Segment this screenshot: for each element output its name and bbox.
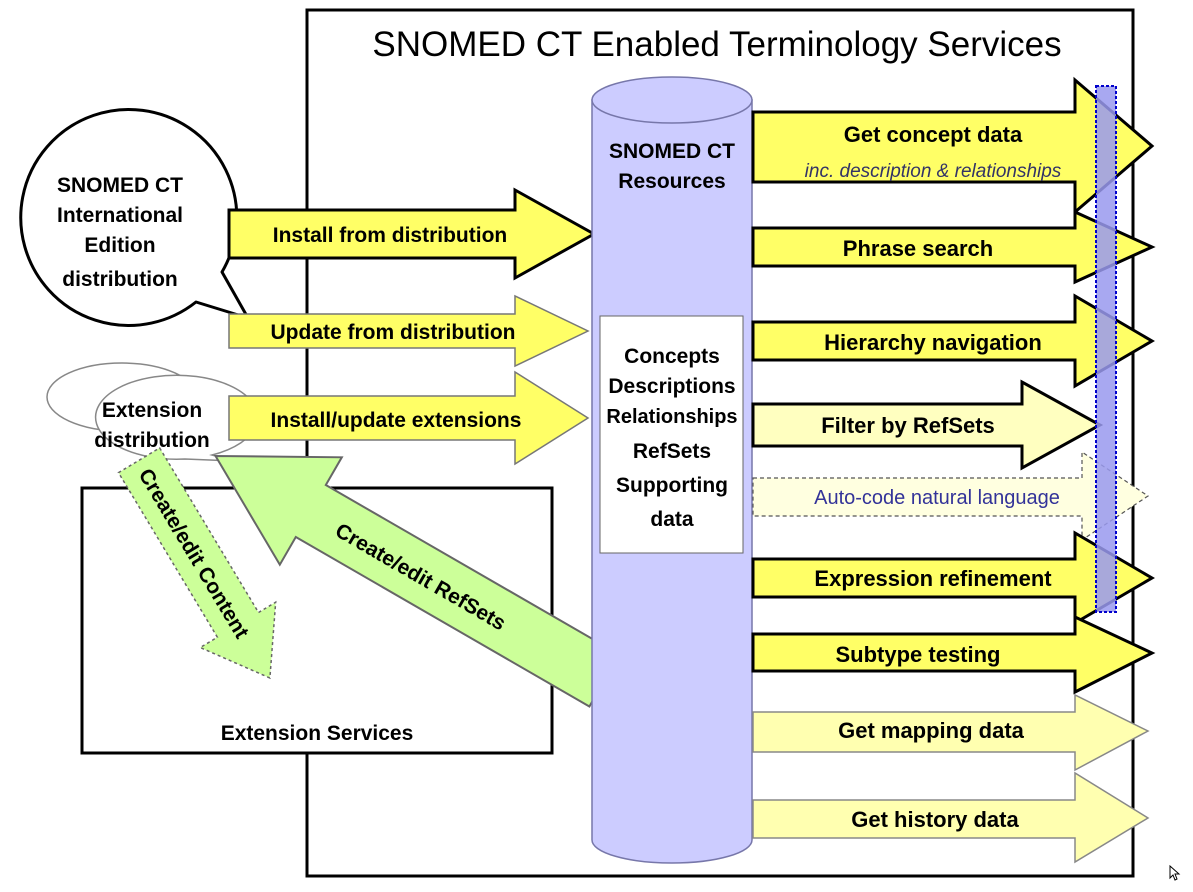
resources-header-line-2: Resources — [618, 170, 725, 193]
resources-header-line-1: SNOMED CT — [609, 140, 735, 163]
arrow-filter-by-refsets — [751, 379, 1104, 471]
resources-content-box — [599, 315, 744, 554]
arrow-subtype-testing — [751, 614, 1156, 695]
distribution-line-4: distribution — [62, 268, 177, 291]
arrow-get-history-data — [752, 771, 1150, 864]
distribution-line-3: Edition — [84, 234, 155, 257]
arrow-install-from-distribution — [227, 187, 598, 281]
arrow-create-edit-refsets — [213, 454, 621, 708]
extension-line-2: distribution — [94, 429, 209, 452]
label-update-from-distribution: Update from distribution — [271, 321, 516, 344]
arrow-update-from-distribution — [228, 294, 590, 368]
diagram-title: SNOMED CT Enabled Terminology Services — [372, 25, 1061, 64]
label-auto-code-natural-language: Auto-code natural language — [814, 487, 1060, 509]
label-subtype-testing: Subtype testing — [835, 642, 1000, 667]
resources-cylinder-top — [591, 76, 753, 124]
refset-filter-bar — [1095, 85, 1117, 613]
mouse-pointer-icon — [1169, 864, 1181, 881]
label-get-history-data: Get history data — [851, 807, 1019, 832]
label-install-from-distribution: Install from distribution — [273, 224, 508, 247]
label-install-update-extensions: Install/update extensions — [271, 409, 522, 432]
arrow-auto-code-natural-language — [752, 450, 1150, 542]
resources-content-line-1: Concepts — [624, 345, 720, 368]
label-phrase-search: Phrase search — [843, 236, 993, 261]
arrow-get-mapping-data — [752, 693, 1150, 772]
label-filter-by-refsets: Filter by RefSets — [821, 413, 995, 438]
label-get-mapping-data: Get mapping data — [838, 718, 1025, 743]
resources-content-line-4: RefSets — [633, 440, 711, 463]
resources-content-line-6: data — [650, 508, 694, 531]
arrow-create-edit-content — [117, 446, 277, 680]
sublabel-get-concept-data: inc. description & relationships — [805, 161, 1062, 182]
resources-content-line-3: Relationships — [606, 406, 737, 428]
extension-line-1: Extension — [102, 399, 202, 422]
distribution-bubble — [19, 107, 250, 327]
label-hierarchy-navigation: Hierarchy navigation — [824, 330, 1042, 355]
label-expression-refinement: Expression refinement — [814, 566, 1052, 591]
distribution-line-2: International — [57, 204, 183, 227]
extension-services-label: Extension Services — [221, 722, 414, 745]
distribution-line-1: SNOMED CT — [57, 174, 183, 197]
label-get-concept-data: Get concept data — [844, 122, 1023, 147]
resources-content-line-2: Descriptions — [608, 375, 735, 398]
resources-content-line-5: Supporting — [616, 474, 728, 497]
arrow-install-update-extensions — [228, 370, 590, 466]
